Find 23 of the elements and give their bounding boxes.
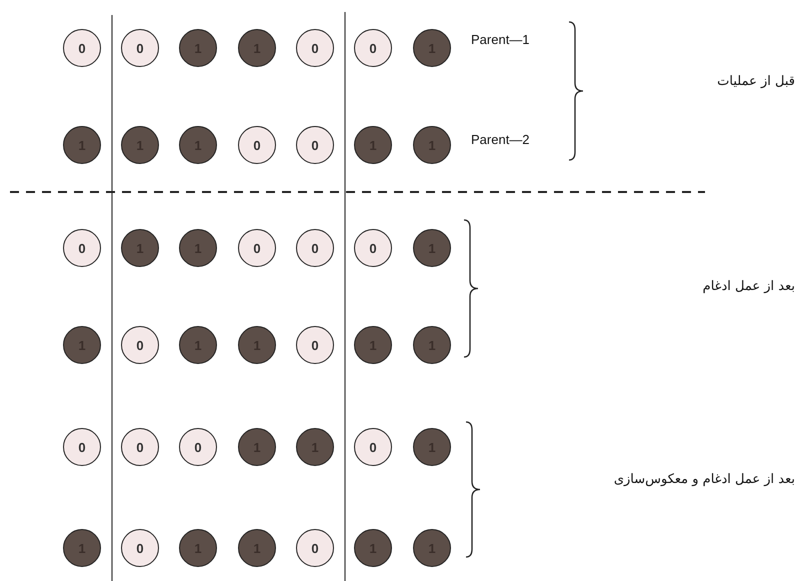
empty-bit-circle: 0 xyxy=(121,529,159,567)
empty-bit-circle: 0 xyxy=(296,326,334,364)
empty-bit-circle: 0 xyxy=(179,428,217,466)
empty-bit-circle: 0 xyxy=(63,29,101,67)
empty-bit-circle: 0 xyxy=(354,29,392,67)
stage-label: قبل از عملیات xyxy=(717,74,795,90)
empty-bit-circle: 0 xyxy=(296,229,334,267)
empty-bit-circle: 0 xyxy=(121,326,159,364)
stage-label: بعد از عمل ادغام و معکوس‌سازی xyxy=(614,472,795,488)
stage-label: بعد از عمل ادغام xyxy=(702,279,795,295)
empty-bit-circle: 0 xyxy=(354,229,392,267)
empty-bit-circle: 0 xyxy=(121,29,159,67)
empty-bit-circle: 0 xyxy=(121,428,159,466)
row-label: Parent—1 xyxy=(471,32,530,48)
empty-bit-circle: 0 xyxy=(63,229,101,267)
row-label: Parent—2 xyxy=(471,132,530,148)
empty-bit-circle: 0 xyxy=(63,428,101,466)
empty-bit-circle: 0 xyxy=(354,428,392,466)
empty-bit-circle: 0 xyxy=(296,529,334,567)
empty-bit-circle: 0 xyxy=(296,29,334,67)
empty-bit-circle: 0 xyxy=(238,126,276,164)
empty-bit-circle: 0 xyxy=(296,126,334,164)
empty-bit-circle: 0 xyxy=(238,229,276,267)
